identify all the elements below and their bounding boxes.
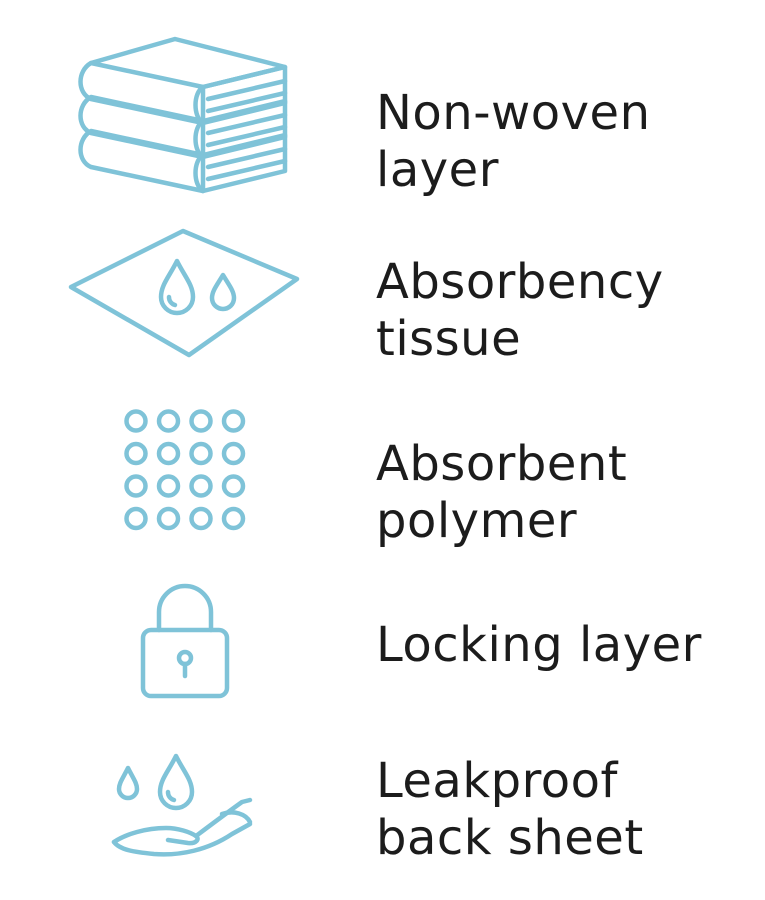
tissue-droplets-icon — [55, 222, 315, 362]
layer-label-tissue: Absorbency tissue — [376, 254, 664, 368]
layer-item-nonwoven: Non-woven layer — [0, 28, 765, 198]
polymer-dot — [156, 441, 181, 466]
layer-label-line1: Locking layer — [376, 617, 702, 673]
layer-label-line1: Non-woven — [376, 85, 651, 141]
layer-label-line1: Absorbency — [376, 254, 664, 310]
layer-item-polymer: Absorbent polymer — [0, 405, 765, 549]
polymer-dot — [221, 474, 246, 498]
dot-grid-icon — [55, 405, 315, 535]
layer-label-line1: Leakproof — [376, 753, 618, 809]
polymer-dot — [189, 441, 213, 466]
layer-label-line2: polymer — [376, 493, 578, 549]
tissue-droplets-svg — [68, 228, 300, 358]
layer-label-polymer: Absorbent polymer — [376, 436, 627, 550]
hand-droplets-svg — [111, 753, 253, 857]
polymer-dot — [124, 506, 148, 531]
layer-item-tissue: Absorbency tissue — [0, 222, 765, 367]
layer-label-line2: layer — [376, 142, 499, 198]
polymer-dot — [189, 409, 213, 433]
polymer-dot — [189, 506, 213, 531]
hand-droplets-icon — [55, 742, 315, 872]
layer-label-backsheet: Leakproof back sheet — [376, 753, 644, 867]
padlock-svg — [140, 583, 230, 699]
dot-grid-svg — [124, 409, 246, 531]
polymer-dot — [189, 474, 213, 498]
polymer-dot — [221, 506, 246, 531]
polymer-dot — [124, 441, 148, 466]
polymer-dot — [156, 474, 181, 498]
layer-label-line2: tissue — [376, 311, 522, 367]
layer-item-locking: Locking layer — [0, 575, 765, 705]
folded-towels-svg — [78, 36, 288, 194]
folded-towels-icon — [55, 28, 315, 198]
polymer-dot — [124, 409, 148, 433]
padlock-icon — [55, 575, 315, 705]
layer-item-backsheet: Leakproof back sheet — [0, 742, 765, 872]
polymer-dot — [156, 506, 181, 531]
polymer-dot — [124, 474, 148, 498]
polymer-dot — [156, 409, 181, 433]
polymer-dot — [221, 441, 246, 466]
layer-label-nonwoven: Non-woven layer — [376, 85, 651, 199]
layer-label-line2: back sheet — [376, 810, 644, 866]
layer-label-line1: Absorbent — [376, 436, 628, 492]
layer-label-locking: Locking layer — [376, 617, 702, 674]
polymer-dot — [221, 409, 246, 433]
